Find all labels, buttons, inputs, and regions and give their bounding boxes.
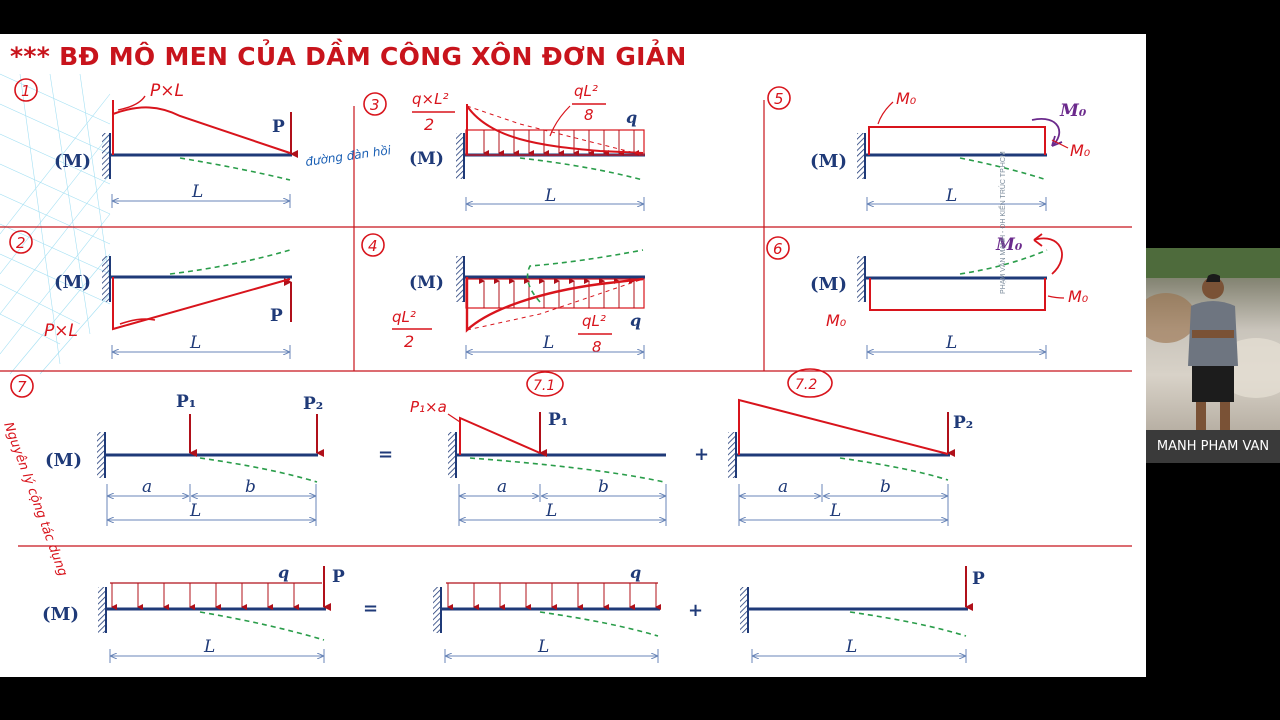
case-1-load: P	[272, 117, 285, 137]
case-4: 4 q (M) qL² 2	[361, 233, 645, 359]
case-1-moment-label: (M)	[54, 151, 91, 172]
case-4-moment-label: (M)	[409, 273, 444, 293]
case-7-1-a: a	[497, 477, 507, 497]
case-1-note: đường đàn hồi	[304, 143, 392, 169]
case-6: 6 (M) M₀ M₀ M₀ L	[766, 233, 1089, 359]
case-7-span: L	[189, 501, 201, 521]
case-4-moment-bottom: 2	[404, 332, 414, 351]
case-7-1-p1: P₁	[548, 410, 568, 430]
case-7-1-moment-value: P₁×a	[410, 398, 447, 416]
grid-lines	[0, 100, 1132, 547]
case-4-span: L	[542, 333, 554, 353]
bottom-black-bar	[0, 677, 1280, 720]
presentation-slide: 1 P (M) P×L đường đàn hồi L 2 P	[0, 34, 1146, 677]
case-2-number: 2	[16, 234, 26, 252]
case-2-span: L	[189, 333, 201, 353]
case-6-span: L	[945, 333, 957, 353]
case-6-load: M₀	[995, 235, 1023, 255]
case-7-2-b: b	[880, 477, 891, 497]
case-7-2-number: 7.2	[795, 377, 817, 393]
case-5-span: L	[945, 186, 957, 206]
slide-drawing: 1 P (M) P×L đường đàn hồi L 2 P	[0, 73, 1132, 663]
webcam-video	[1146, 248, 1280, 430]
case-7-a: a	[142, 477, 152, 497]
case-2-load: P	[270, 306, 283, 326]
case-3-moment-top: q×L²	[412, 90, 448, 108]
case-1-span: L	[191, 182, 203, 202]
case-7-p2: P₂	[303, 394, 323, 414]
bottom-plus: +	[688, 600, 703, 621]
webcam-overlay[interactable]: MANH PHAM VAN	[1146, 248, 1280, 463]
case-7-1: 7.1 P₁ P₁×a a b L +	[410, 371, 709, 526]
bottom-span-3: L	[845, 637, 857, 657]
case-4-moment-top: qL²	[392, 308, 416, 326]
case-7-note: Nguyên lý cộng tác dụng	[0, 420, 70, 578]
case-2: 2 P (M) P×L L	[9, 230, 292, 359]
case-1: 1 P (M) P×L đường đàn hồi L	[14, 78, 393, 208]
case-6-moment-value: M₀	[826, 311, 847, 330]
case-7-moment-label: (M)	[45, 450, 82, 471]
case-7-2: 7.2 P₂ a b L	[728, 368, 973, 526]
case-7: 7 Nguyên lý cộng tác dụng (M) P₁ P₂ a b …	[0, 374, 393, 578]
case-5-load: M₀	[1059, 101, 1087, 121]
participant-name: MANH PHAM VAN	[1146, 430, 1280, 463]
bottom-equals: =	[363, 598, 378, 619]
bottom-p-2: P	[972, 569, 985, 589]
case-7-plus: +	[694, 444, 709, 465]
case-6-end-value: M₀	[1068, 287, 1089, 306]
case-3-mid-bottom: 8	[584, 106, 594, 124]
decorative-mesh	[0, 73, 111, 375]
case-5-number: 5	[774, 90, 784, 108]
bottom-moment-label: (M)	[42, 604, 79, 625]
bottom-q: q	[278, 563, 289, 582]
case-4-mid-bottom: 8	[592, 338, 602, 356]
case-5-moment-value: M₀	[896, 89, 917, 108]
case-5-end-value: M₀	[1070, 141, 1091, 160]
top-black-bar	[0, 0, 1146, 34]
case-4-load: q	[630, 311, 641, 330]
case-7-equals: =	[378, 444, 393, 465]
case-7-2-p2: P₂	[953, 413, 973, 433]
case-4-number: 4	[368, 237, 378, 255]
case-4-mid-top: qL²	[582, 312, 606, 330]
case-6-moment-label: (M)	[810, 274, 847, 295]
case-2-moment-value: P×L	[44, 321, 78, 341]
case-5-moment-label: (M)	[810, 151, 847, 172]
presenter-figure	[1146, 248, 1280, 430]
case-7-1-number: 7.1	[533, 378, 555, 394]
case-3-span: L	[544, 186, 556, 206]
bottom-p: P	[332, 567, 345, 587]
case-5: 5 (M) M₀ M₀ M₀ L	[767, 86, 1091, 211]
case-7-1-span: L	[545, 501, 557, 521]
slide-title: *** BĐ MÔ MEN CỦA DẦM CÔNG XÔN ĐƠN GIẢN	[10, 42, 687, 71]
case-1-moment-value: P×L	[150, 81, 184, 101]
case-7-1-b: b	[598, 477, 609, 497]
case-3-moment-bottom: 2	[424, 115, 434, 134]
case-7-p1: P₁	[176, 392, 196, 412]
case-3-load: q	[626, 108, 637, 127]
case-7-b: b	[245, 477, 256, 497]
case-3: 3 q (M) q×L² 2	[363, 82, 645, 211]
case-3-mid-top: qL²	[574, 82, 598, 100]
bottom-q-2: q	[630, 563, 641, 582]
bottom-span-1: L	[203, 637, 215, 657]
case-7-2-span: L	[829, 501, 841, 521]
case-3-moment-label: (M)	[409, 149, 444, 169]
author-watermark: PHẠM VĂN MẠNH - ĐH KIẾN TRÚC TP.HCM	[1000, 151, 1007, 294]
case-1-number: 1	[21, 82, 31, 100]
case-2-moment-label: (M)	[54, 272, 91, 293]
case-7-2-a: a	[778, 477, 788, 497]
bottom-span-2: L	[537, 637, 549, 657]
bottom-row: (M) q P L =	[42, 563, 985, 663]
case-7-number: 7	[17, 378, 27, 396]
case-6-number: 6	[773, 240, 783, 258]
case-3-number: 3	[370, 96, 380, 114]
